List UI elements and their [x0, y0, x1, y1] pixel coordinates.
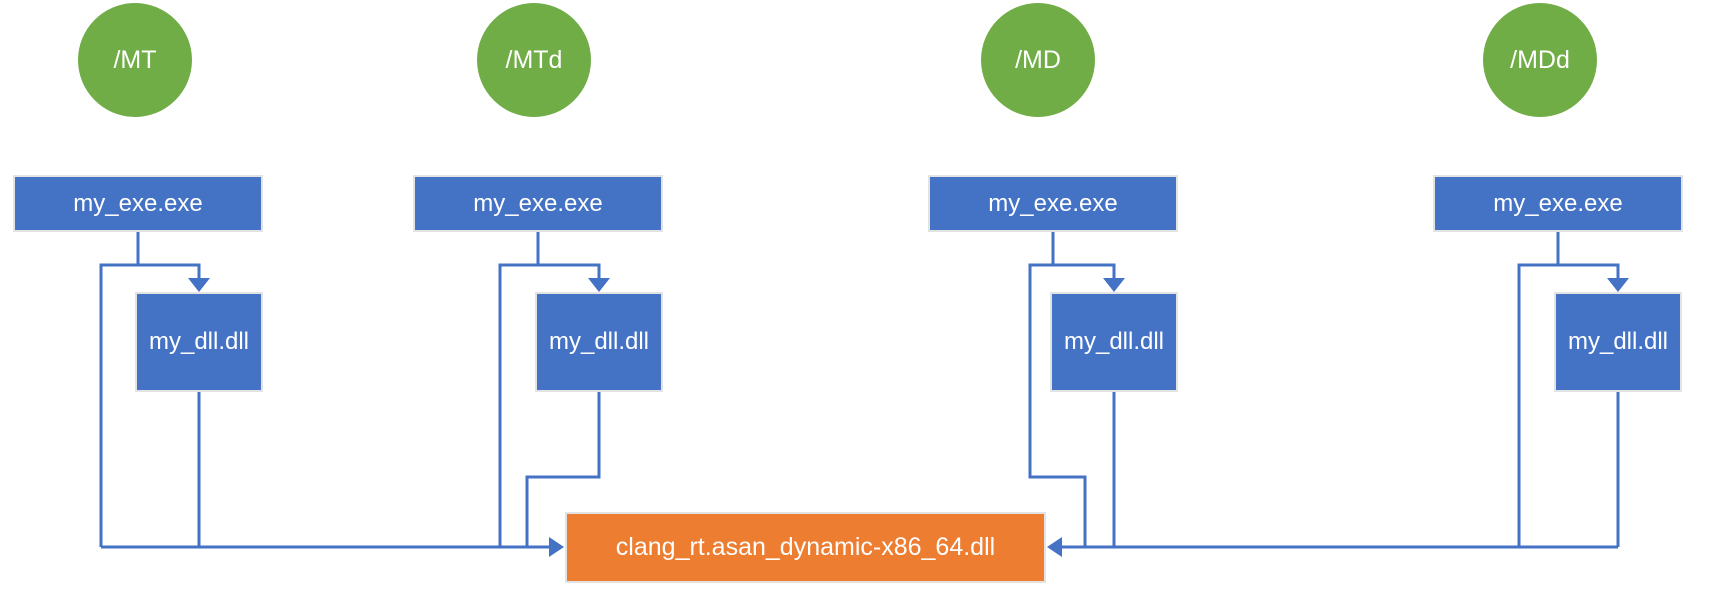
flag-circle-mdd: /MDd — [1483, 3, 1597, 117]
exe-label: my_exe.exe — [1493, 189, 1623, 217]
exe-box-mt: my_exe.exe — [13, 175, 263, 232]
arrowhead-mt-exe-to-dll — [188, 278, 210, 292]
dll-label: my_dll.dll — [1567, 328, 1669, 355]
flag-circle-mt: /MT — [78, 3, 192, 117]
flag-circle-md: /MD — [981, 3, 1095, 117]
flag-circle-mtd: /MTd — [477, 3, 591, 117]
dll-box-mt: my_dll.dll — [135, 292, 263, 392]
dll-label: my_dll.dll — [1063, 328, 1165, 355]
exe-box-mtd: my_exe.exe — [413, 175, 663, 232]
arrowhead-mdd-exe-to-dll — [1607, 278, 1629, 292]
bus-left-arrowhead — [549, 537, 564, 557]
flag-label: /MDd — [1510, 45, 1570, 74]
bus-right-arrowhead — [1047, 537, 1062, 557]
runtime-box: clang_rt.asan_dynamic-x86_64.dll — [565, 512, 1046, 583]
dll-label: my_dll.dll — [148, 328, 250, 355]
flag-label: /MD — [1015, 45, 1061, 74]
flag-label: /MT — [113, 45, 157, 74]
arrowhead-md-exe-to-dll — [1103, 278, 1125, 292]
dll-box-mtd: my_dll.dll — [535, 292, 663, 392]
exe-label: my_exe.exe — [473, 189, 603, 217]
exe-box-md: my_exe.exe — [928, 175, 1178, 232]
arrowhead-mtd-exe-to-dll — [588, 278, 610, 292]
exe-box-mdd: my_exe.exe — [1433, 175, 1683, 232]
exe-label: my_exe.exe — [988, 189, 1118, 217]
flag-label: /MTd — [505, 45, 563, 74]
dll-box-md: my_dll.dll — [1050, 292, 1178, 392]
runtime-label: clang_rt.asan_dynamic-x86_64.dll — [615, 533, 996, 561]
dll-box-mdd: my_dll.dll — [1554, 292, 1682, 392]
exe-label: my_exe.exe — [73, 189, 203, 217]
dll-label: my_dll.dll — [548, 328, 650, 355]
